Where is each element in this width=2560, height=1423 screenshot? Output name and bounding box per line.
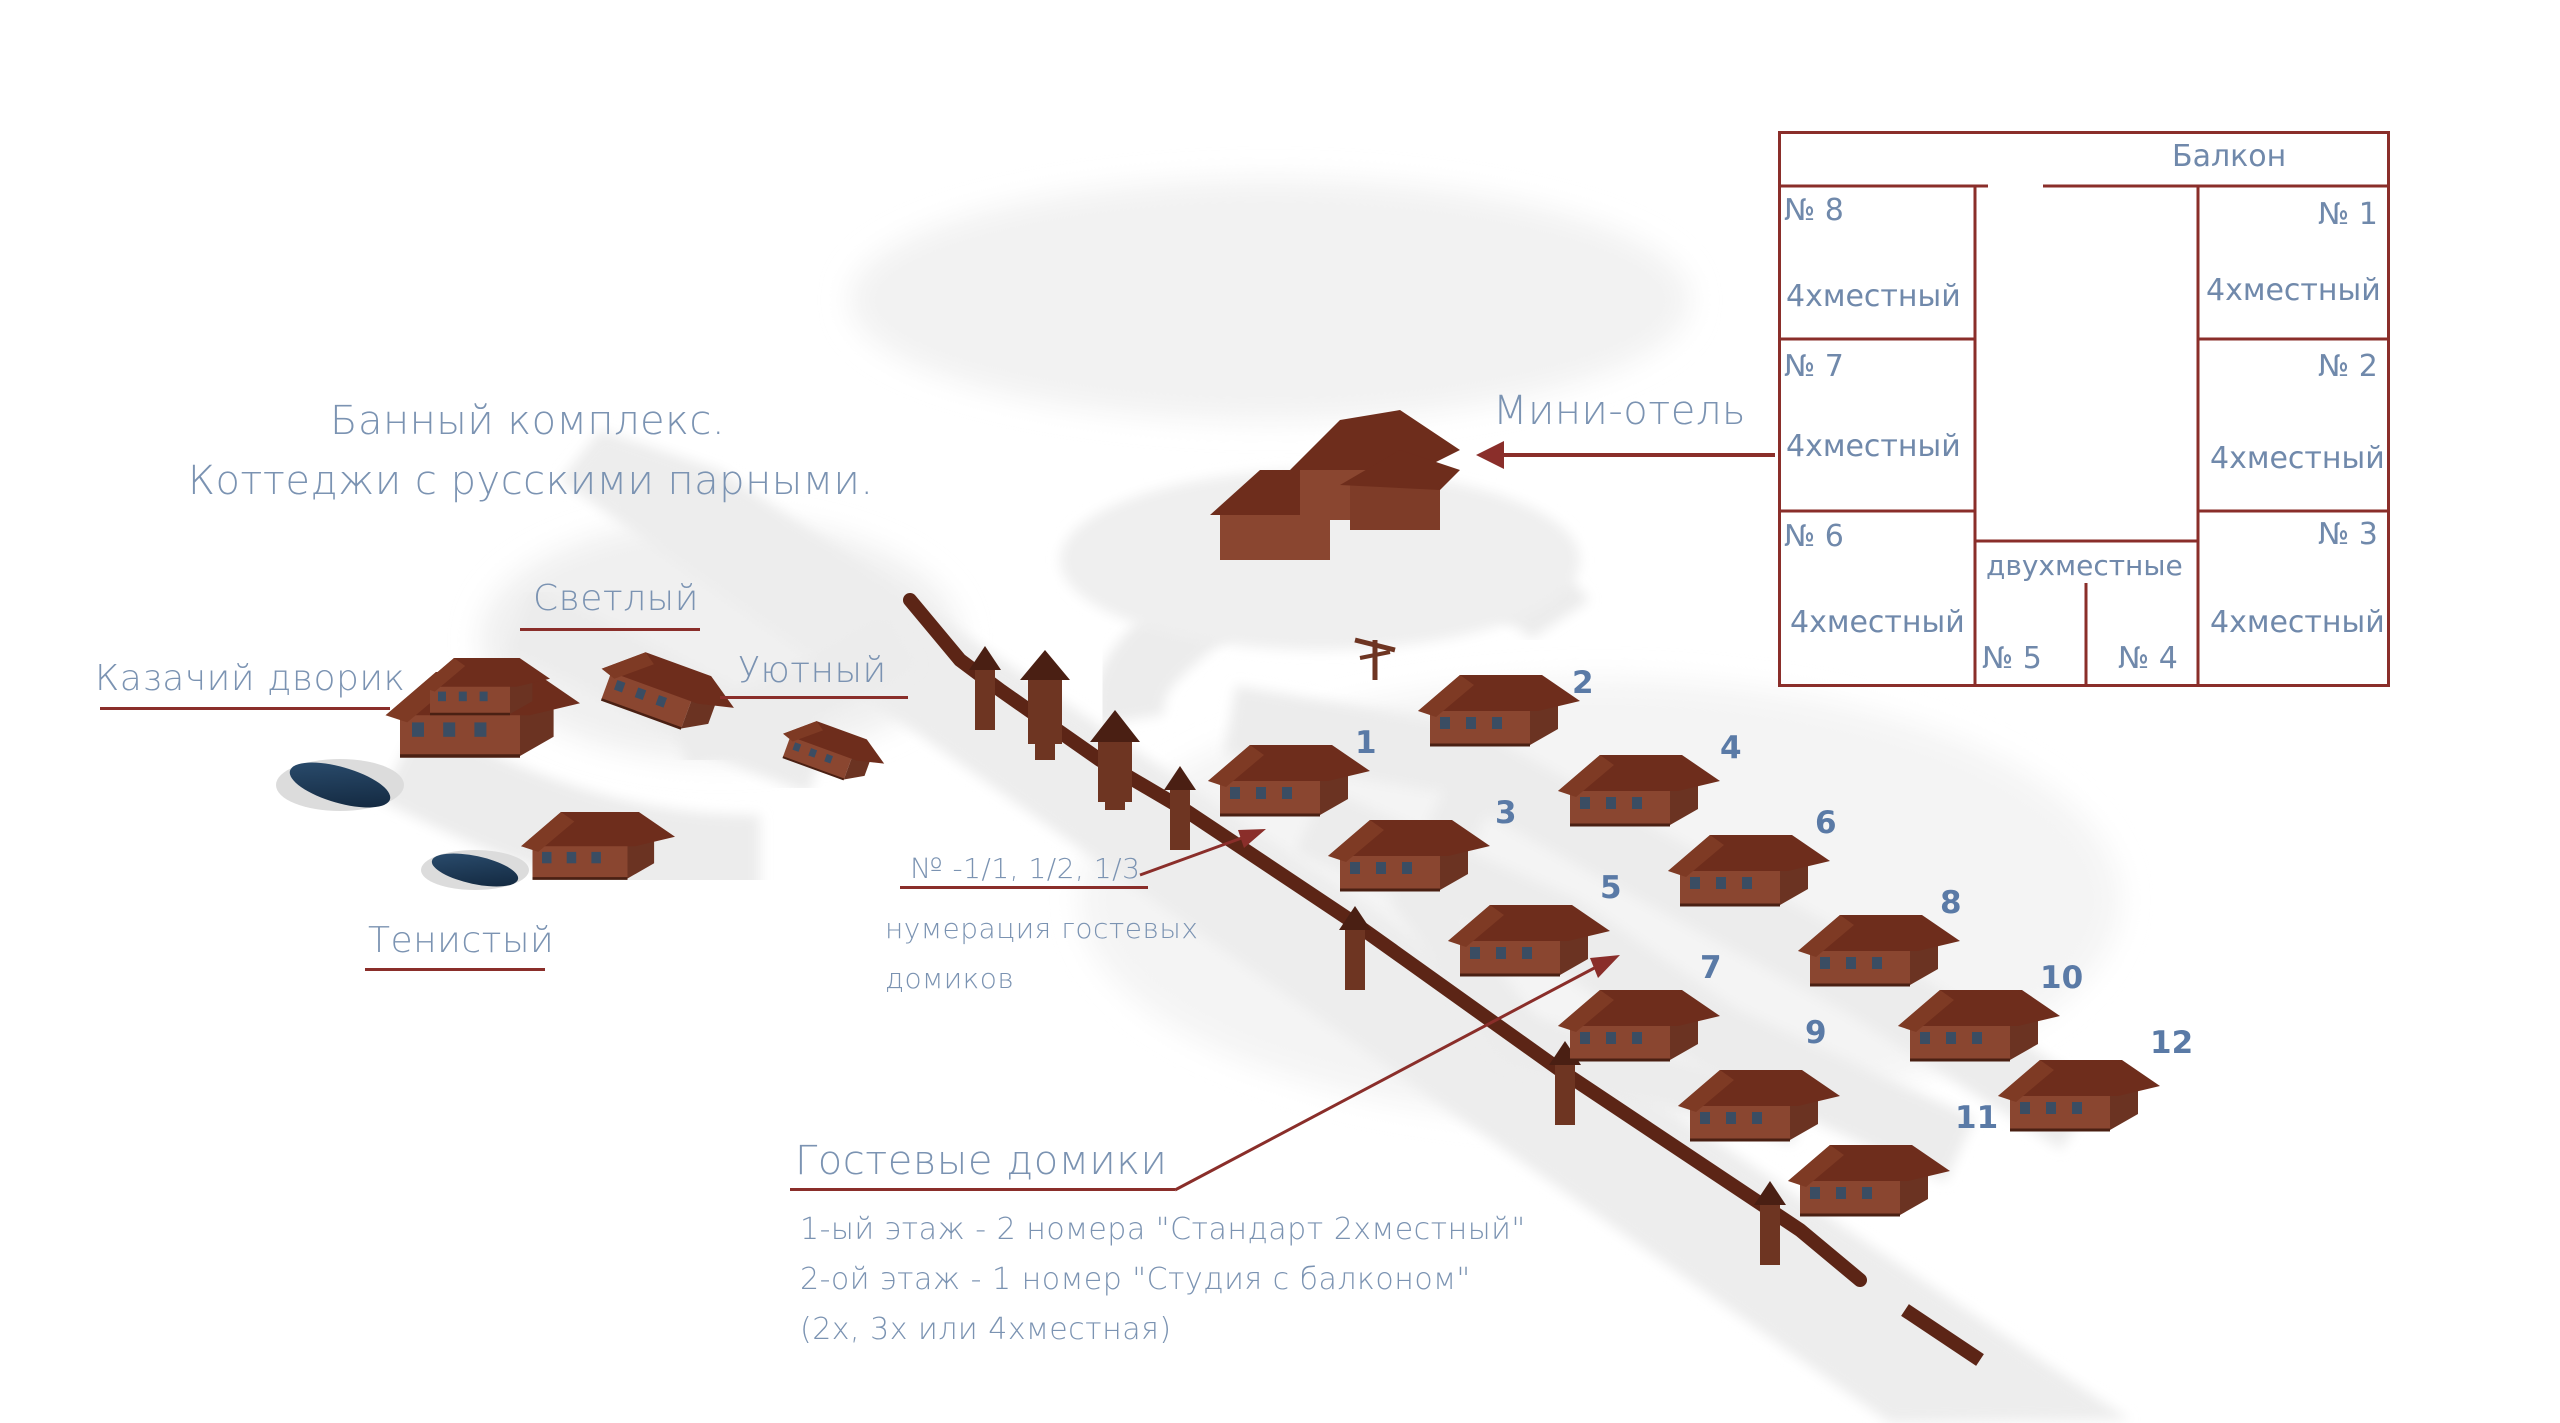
room-1-number: № 1: [2318, 197, 2378, 232]
room-5-number: № 5: [1982, 641, 2042, 676]
house-number-10: 10: [2040, 960, 2084, 996]
underline-svetly: [520, 628, 700, 631]
guest-line-1: 1-ый этаж - 2 номера "Стандарт 2хместный…: [800, 1212, 1526, 1247]
room-7-number: № 7: [1784, 349, 1844, 384]
house-number-6: 6: [1815, 805, 1837, 841]
room-7-capacity: 4хместный: [1786, 429, 1961, 464]
room-1-capacity: 4хместный: [2206, 273, 2381, 308]
room-3-capacity: 4хместный: [2210, 605, 2385, 640]
house-number-11: 11: [1955, 1100, 1999, 1136]
floor-plan-walls: [1778, 131, 2390, 687]
bath-complex-title: Банный комплекс.: [330, 398, 726, 444]
room-8-capacity: 4хместный: [1786, 279, 1961, 314]
underline-kazachiy: [100, 707, 390, 710]
numbering-code: № -1/1, 1/2, 1/3: [910, 852, 1141, 885]
house-number-9: 9: [1805, 1015, 1827, 1051]
bath-complex-subtitle: Коттеджи с русскими парными.: [188, 458, 874, 504]
floor-plan: Балкон № 8 4хместный № 7 4хместный № 6 4…: [1778, 131, 2390, 687]
palisade-wall: [903, 593, 1984, 1366]
double-rooms-label: двухместные: [1986, 549, 2183, 582]
house-number-1: 1: [1355, 725, 1377, 761]
label-uyutny: Уютный: [738, 650, 887, 691]
house-number-7: 7: [1700, 950, 1722, 986]
underline-tenisty: [365, 968, 545, 971]
house-number-2: 2: [1572, 665, 1594, 701]
house-number-5: 5: [1600, 870, 1622, 906]
room-2-capacity: 4хместный: [2210, 441, 2385, 476]
underline-uyutny: [720, 696, 908, 699]
signpost-icon: [1354, 637, 1396, 680]
underline-numbering: [900, 886, 1148, 889]
room-6-capacity: 4хместный: [1790, 605, 1965, 640]
callout-lines: [1139, 441, 1775, 1192]
house-number-12: 12: [2150, 1025, 2194, 1061]
label-tenisty: Тенистый: [368, 920, 555, 961]
ponds: [276, 759, 529, 890]
numbering-desc-line2: домиков: [885, 962, 1015, 995]
numbering-desc-line1: нумерация гостевых: [885, 912, 1199, 945]
house-number-3: 3: [1495, 795, 1517, 831]
room-4-number: № 4: [2118, 641, 2178, 676]
room-3-number: № 3: [2318, 517, 2378, 552]
floor-plan-balcony: Балкон: [2172, 139, 2287, 174]
label-svetly: Светлый: [533, 578, 699, 619]
guest-line-3: (2х, 3х или 4хместная): [800, 1312, 1172, 1347]
guest-line-2: 2-ой этаж - 1 номер "Студия с балконом": [800, 1262, 1471, 1297]
house-number-8: 8: [1940, 885, 1962, 921]
room-2-number: № 2: [2318, 349, 2378, 384]
arrow-icon: [1476, 441, 1504, 469]
underline-guest-houses: [790, 1188, 1175, 1191]
mini-hotel-label: Мини-отель: [1493, 388, 1746, 434]
guest-houses-title: Гостевые домики: [795, 1138, 1168, 1184]
house-number-4: 4: [1720, 730, 1742, 766]
mini-hotel-building: [1060, 410, 1580, 650]
room-6-number: № 6: [1784, 519, 1844, 554]
room-8-number: № 8: [1784, 193, 1844, 228]
label-kazachiy: Казачий дворик: [95, 658, 406, 699]
